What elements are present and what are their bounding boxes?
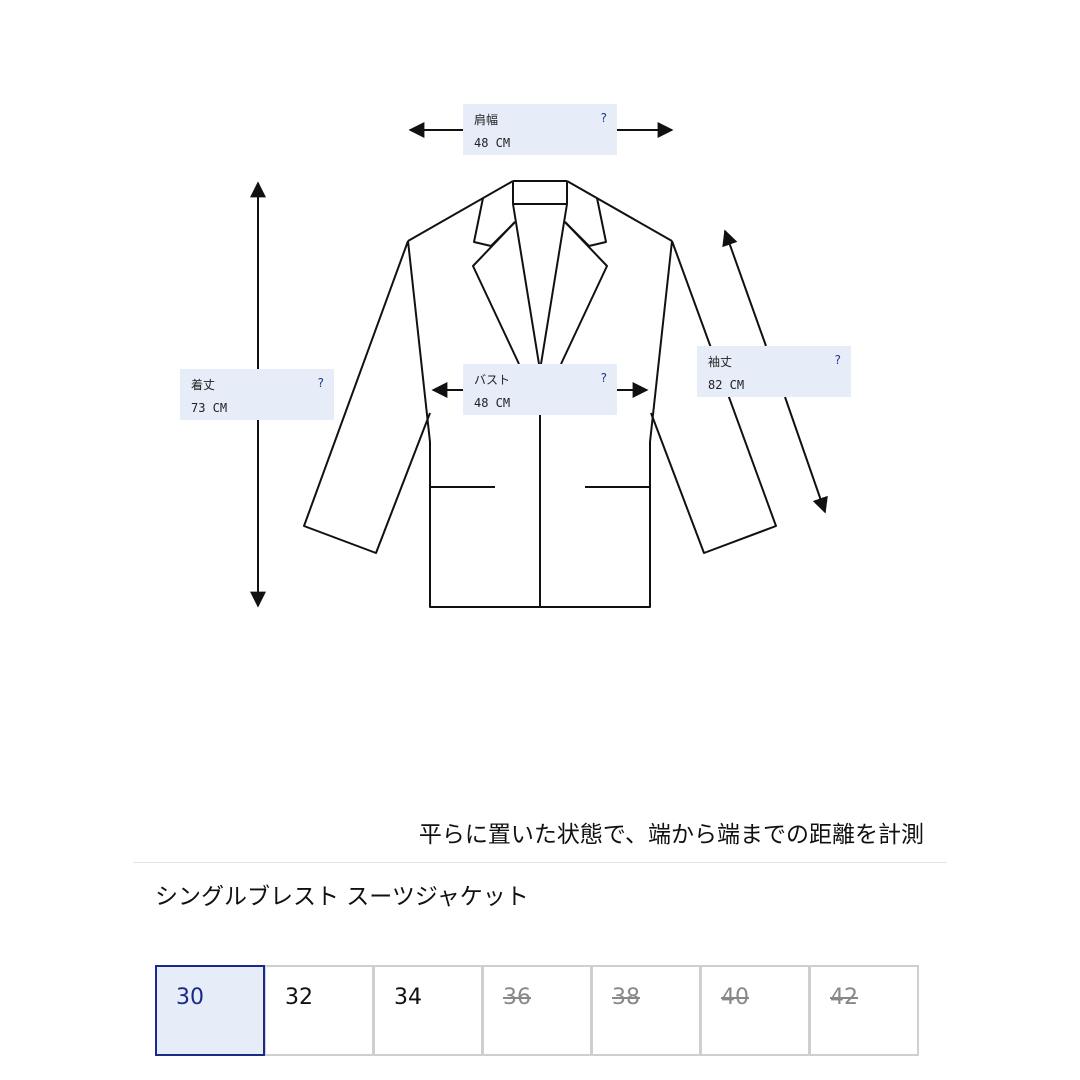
size-option[interactable]: 32 [264,965,374,1056]
size-label: 40 [721,985,749,1010]
sleeve-arrow-down [784,396,828,514]
bust-label: バスト [474,373,511,387]
length-label: 着丈 [191,378,216,392]
size-label: 34 [394,985,422,1010]
size-option[interactable]: 40 [700,965,810,1056]
bust-value: 48 CM [474,396,511,410]
sleeve-label: 袖丈 [708,355,733,369]
length-help-icon[interactable]: ? [317,376,324,390]
size-option[interactable]: 42 [809,965,919,1056]
size-option[interactable]: 38 [591,965,701,1056]
size-option[interactable]: 36 [482,965,592,1056]
size-label: 30 [176,985,204,1010]
measurement-arrows [250,122,828,608]
size-option[interactable]: 30 [155,965,265,1056]
size-selector: 30 32 34 36 38 40 42 [155,965,919,1056]
size-label: 42 [830,985,858,1010]
sleeve-value: 82 CM [708,378,745,392]
length-value: 73 CM [191,401,228,415]
sleeve-arrow-up [722,229,767,347]
length-measurement-box: 着丈 ? 73 CM [180,369,334,420]
product-name: シングルブレスト スーツジャケット [155,884,529,910]
measurement-note: 平らに置いた状態で、端から端までの距離を計測 [418,822,924,848]
bust-measurement-box: バスト ? 48 CM [463,364,617,415]
sleeve-measurement-box: 袖丈 ? 82 CM [697,346,851,397]
size-label: 38 [612,985,640,1010]
size-option[interactable]: 34 [373,965,483,1056]
shoulder-label: 肩幅 [474,113,499,127]
size-label: 32 [285,985,313,1010]
bust-help-icon[interactable]: ? [600,371,607,385]
jacket-measurement-diagram [250,122,828,608]
jacket-outline [303,180,777,608]
size-label: 36 [503,985,531,1010]
divider [133,862,947,863]
shoulder-help-icon[interactable]: ? [600,111,607,125]
shoulder-measurement-box: 肩幅 ? 48 CM [463,104,617,155]
shoulder-value: 48 CM [474,136,511,150]
sleeve-help-icon[interactable]: ? [834,353,841,367]
